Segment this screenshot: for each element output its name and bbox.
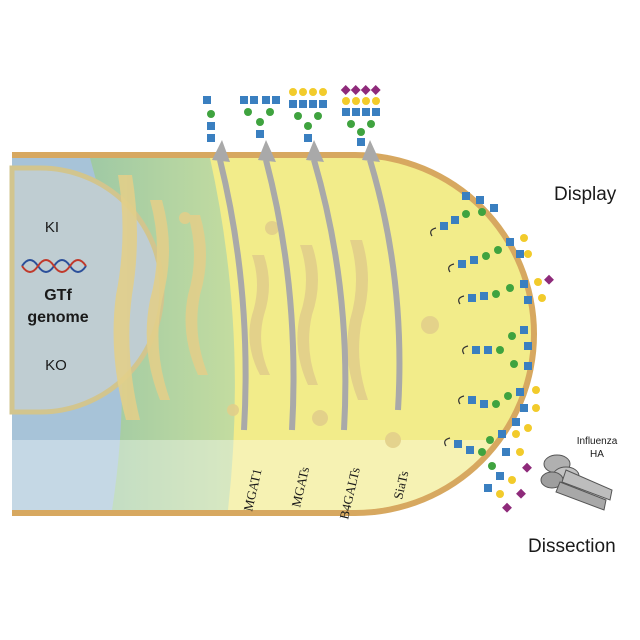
ko-label: KO: [45, 357, 67, 374]
influenza-label: Influenza: [577, 436, 618, 447]
surface-glycan-4: [462, 326, 532, 370]
enzyme-siats: SiaTs: [390, 469, 411, 500]
surface-glycans: [430, 192, 554, 513]
ha-label: HA: [590, 449, 604, 460]
genome-label: genome: [27, 309, 88, 326]
dna-helix-icon: [21, 259, 87, 273]
surface-glycan-2: [448, 234, 532, 273]
glycan-top-3: [289, 88, 327, 142]
glycan-top-1: [203, 96, 215, 142]
surface-glycan-3: [458, 274, 554, 305]
arrow-siats: [367, 159, 403, 411]
surface-glycan-5: [458, 386, 540, 432]
dissection-overlay: [12, 440, 531, 510]
arrow-heads: [212, 140, 380, 162]
ki-label: KI: [45, 219, 59, 236]
surface-glycan-1: [430, 192, 498, 237]
influenza-ha-icon: [540, 454, 613, 511]
display-label: Display: [554, 184, 617, 205]
gtf-label: GTf: [44, 287, 72, 304]
glycan-top-2: [240, 96, 280, 138]
glycan-top-4: [340, 85, 381, 146]
arrow-mgats: [263, 159, 297, 431]
surface-glycan-6: [444, 430, 532, 513]
transport-arrows: [217, 159, 403, 431]
arrow-mgat1: [217, 159, 249, 431]
arrow-b4galts: [311, 159, 349, 431]
dissection-label: Dissection: [528, 536, 616, 557]
golgi-cisternae: [113, 175, 439, 448]
